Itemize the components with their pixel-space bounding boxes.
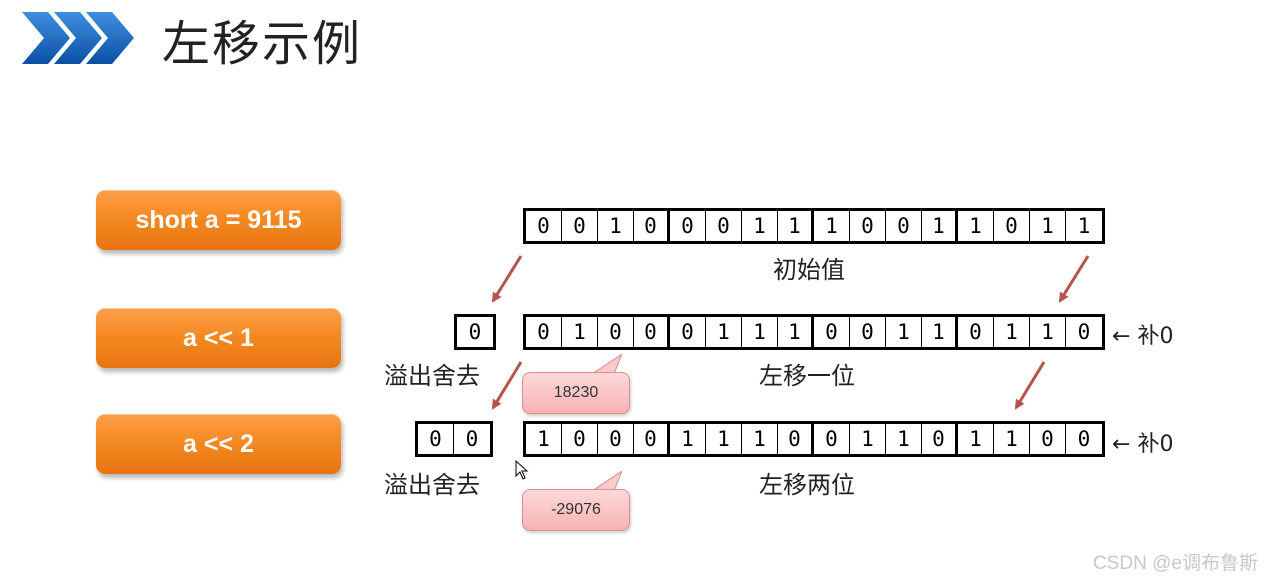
shift1-bit: 1	[742, 317, 778, 347]
shift1-value-callout: 18230	[522, 372, 630, 414]
initial-bit: 0	[526, 211, 562, 241]
arrow-initial-left	[491, 255, 523, 303]
mouse-cursor-icon	[515, 460, 529, 480]
shift1-bit: 1	[778, 317, 814, 347]
shift2-bit: 1	[670, 424, 706, 454]
initial-bit: 0	[670, 211, 706, 241]
initial-bit: 0	[886, 211, 922, 241]
title-chevron-icon	[22, 12, 134, 64]
shift1-bit: 0	[850, 317, 886, 347]
initial-bit: 1	[958, 211, 994, 241]
shift1-bit: 0	[634, 317, 670, 347]
shift1-bit: 1	[1030, 317, 1066, 347]
fill-zero-label-2: ← 补0	[1112, 432, 1174, 457]
fill-zero-text-1: 补0	[1137, 324, 1174, 349]
shift1-bit: 0	[814, 317, 850, 347]
shift1-bit: 0	[526, 317, 562, 347]
shift2-bit: 0	[562, 424, 598, 454]
initial-bit: 0	[994, 211, 1030, 241]
shift1-caption: 左移一位	[759, 362, 855, 390]
shift1-bit: 1	[706, 317, 742, 347]
shift2-value-callout: -29076	[522, 489, 630, 531]
initial-bit: 1	[598, 211, 634, 241]
arrow-initial-right	[1058, 255, 1090, 303]
shift2-bit: 1	[706, 424, 742, 454]
initial-bit: 0	[850, 211, 886, 241]
shift-left-1-button[interactable]: a << 1	[96, 308, 341, 368]
overflow1-bit: 0	[468, 320, 482, 344]
initial-bit: 1	[1030, 211, 1066, 241]
initial-bit: 1	[814, 211, 850, 241]
shift1-bit: 1	[886, 317, 922, 347]
shift1-bit: 0	[958, 317, 994, 347]
arrow-shift1-right	[1014, 361, 1046, 410]
overflow2-bit: 0	[465, 427, 479, 451]
initial-caption: 初始值	[773, 256, 845, 284]
shift1-bit: 0	[598, 317, 634, 347]
page-title: 左移示例	[162, 16, 363, 72]
initial-bit: 1	[1077, 214, 1091, 238]
shift2-bit: 0	[922, 424, 958, 454]
shift2-bit: 0	[778, 424, 814, 454]
shift2-bit: 0	[598, 424, 634, 454]
overflow-bit-register-1: 0	[454, 314, 496, 350]
shift2-caption: 左移两位	[759, 471, 855, 499]
shift2-bit: 1	[850, 424, 886, 454]
initial-bit: 1	[742, 211, 778, 241]
watermark: CSDN @e调布鲁斯	[1093, 553, 1258, 574]
initial-bit: 1	[778, 211, 814, 241]
initial-bit: 1	[922, 211, 958, 241]
fill-zero-text-2: 补0	[1137, 432, 1174, 457]
shift1-bit: 1	[562, 317, 598, 347]
overflow-caption-1: 溢出舍去	[384, 362, 480, 390]
shift2-bit: 1	[886, 424, 922, 454]
initial-value-button[interactable]: short a = 9115	[96, 190, 341, 250]
callout-tail-2	[592, 471, 622, 491]
shift2-bit: 0	[814, 424, 850, 454]
shift2-bit: 0	[1077, 427, 1091, 451]
fill-zero-label-1: ← 补0	[1112, 324, 1174, 349]
initial-bit: 0	[706, 211, 742, 241]
shift2-bit: 1	[526, 424, 562, 454]
overflow-caption-2: 溢出舍去	[384, 471, 480, 499]
overflow2-bit: 0	[418, 424, 454, 454]
shift1-bit: 1	[994, 317, 1030, 347]
arrow-shift1-left	[491, 361, 523, 410]
shift2-bit: 1	[958, 424, 994, 454]
shift1-bit: 1	[922, 317, 958, 347]
shift2-bit: 0	[1030, 424, 1066, 454]
callout-tail-1	[592, 354, 622, 374]
shift2-bit: 1	[994, 424, 1030, 454]
shift-left-2-button[interactable]: a << 2	[96, 414, 341, 474]
shift2-bit: 0	[634, 424, 670, 454]
initial-bit: 0	[634, 211, 670, 241]
shift2-bit: 1	[742, 424, 778, 454]
shift1-bit: 0	[1077, 320, 1091, 344]
shift1-bit: 0	[670, 317, 706, 347]
initial-bit: 0	[562, 211, 598, 241]
